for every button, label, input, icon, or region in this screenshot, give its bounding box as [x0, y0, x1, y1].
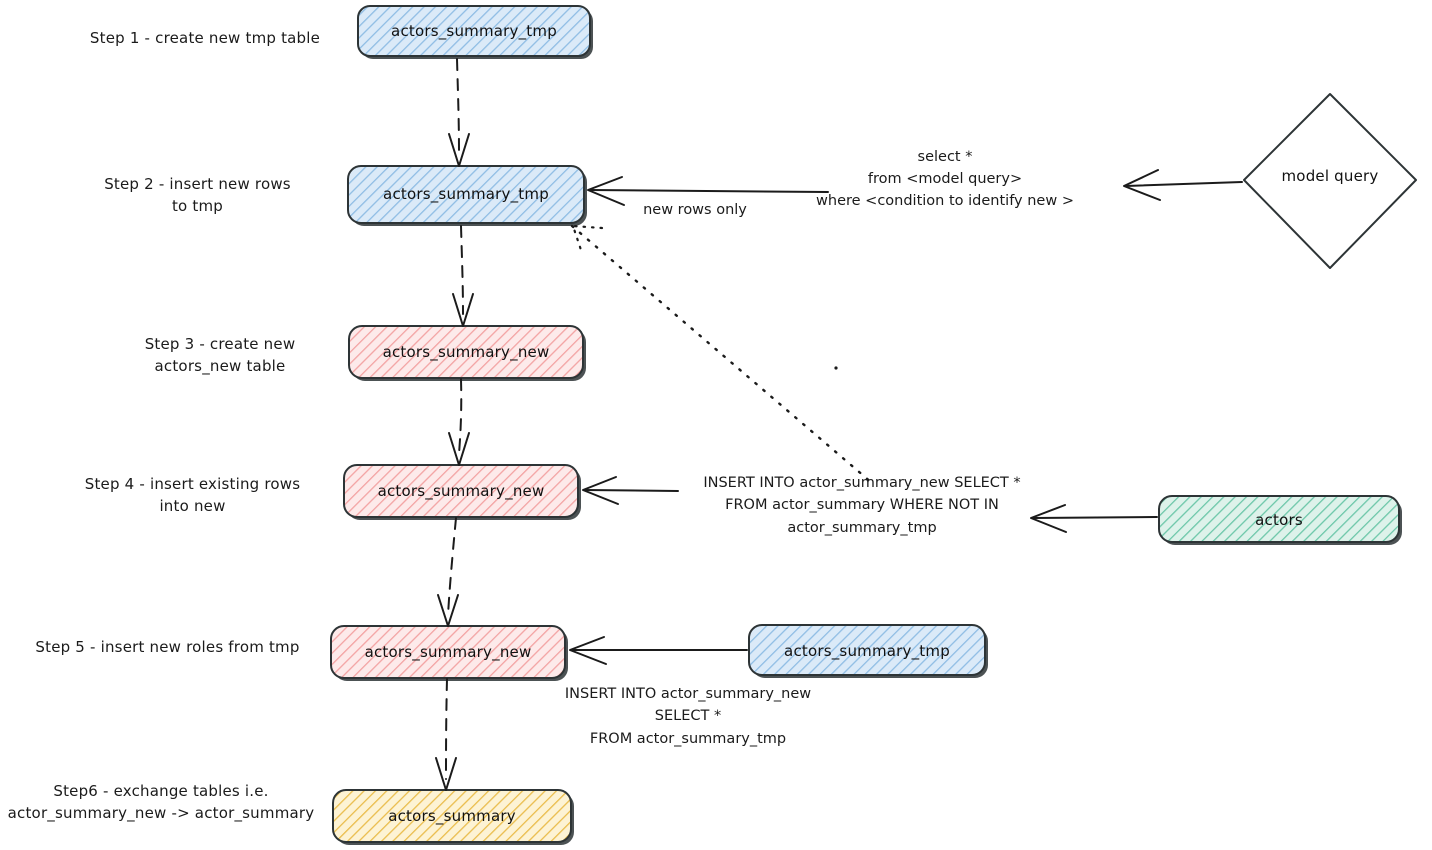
step-label-step2: Step 2 - insert new rows to tmp: [104, 175, 291, 215]
edge-model-query-to-tmp2: [587, 169, 1243, 206]
node-shape-new4[interactable]: [343, 464, 581, 520]
node-shape-tmp1[interactable]: [357, 5, 593, 59]
step-label-step1: Step 1 - create new tmp table: [89, 29, 321, 47]
edge-new5-to-summary6: [435, 678, 457, 791]
edge-label-insert-existing: INSERT INTO actor_summary_new SELECT * F…: [703, 475, 1021, 536]
stray-mark: [834, 366, 838, 370]
node-shape-summary6[interactable]: [332, 789, 574, 845]
edge-tmp2-dotted-hint: [570, 224, 874, 485]
step-label-step6: Step6 - exchange tables i.e. actor_summa…: [7, 782, 315, 822]
node-shape-actors-src[interactable]: [1158, 495, 1402, 545]
edge-new4-to-new5: [437, 517, 459, 627]
edge-actors-to-insert-existing: [1030, 504, 1158, 533]
node-shape-tmp5-source[interactable]: [748, 624, 988, 678]
edge-new3-to-new4: [448, 378, 470, 466]
step-label-step3: Step 3 - create new actors_new table: [144, 335, 296, 375]
edge-label-insert-new: INSERT INTO actor_summary_new SELECT * F…: [564, 686, 812, 747]
edge-insert-existing-to-new4: [582, 476, 679, 505]
node-shape-new3[interactable]: [348, 325, 586, 381]
node-shape-tmp2[interactable]: [347, 165, 587, 226]
step-label-step5: Step 5 - insert new roles from tmp: [35, 638, 300, 656]
edge-tmp2-to-new3: [452, 225, 474, 327]
node-shape-model-query[interactable]: [1244, 94, 1416, 268]
edge-tmp1-to-tmp2: [448, 58, 470, 167]
edge-label-new-rows-only: new rows only: [643, 202, 747, 218]
step-label-step4: Step 4 - insert existing rows into new: [84, 475, 301, 515]
edge-tmp5-source-to-new5: [569, 636, 748, 665]
edge-label-model-select: select * from <model query> where <condi…: [816, 149, 1074, 209]
node-shape-new5[interactable]: [330, 625, 568, 681]
